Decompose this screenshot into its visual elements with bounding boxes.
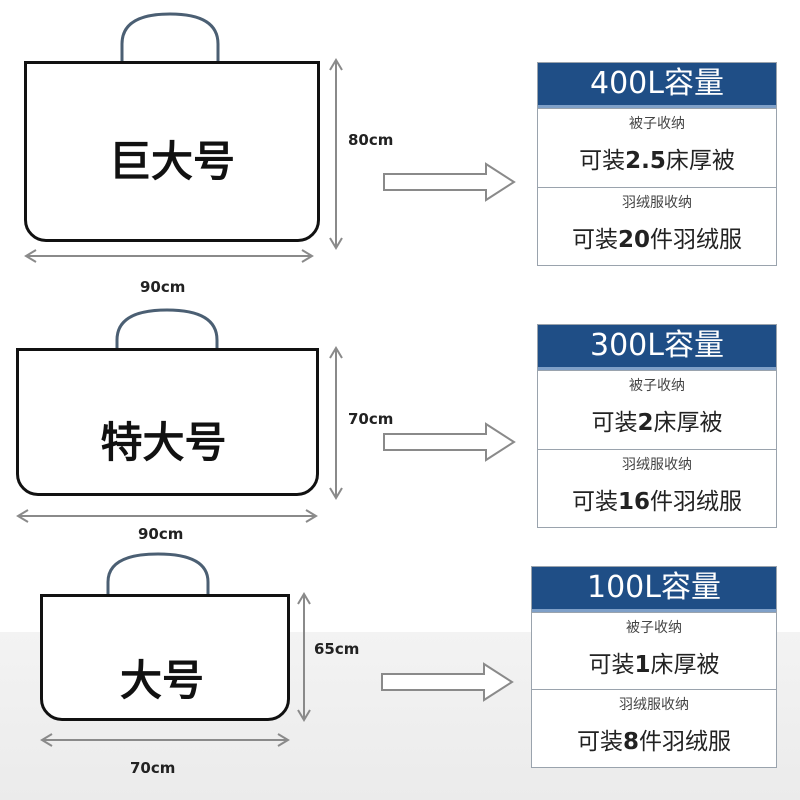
quilt-capacity: 可装2床厚被 <box>591 410 723 436</box>
quilt-caption: 被子收纳 <box>629 378 685 394</box>
height-label: 65cm <box>314 640 360 658</box>
quilt-capacity: 可装2.5床厚被 <box>579 148 735 174</box>
down-caption: 羽绒服收纳 <box>622 195 692 211</box>
down-cell: 羽绒服收纳 可装20件羽绒服 <box>538 187 776 266</box>
capacity-header: 400L容量 <box>538 63 776 108</box>
bag-size-label: 特大号 <box>100 418 227 467</box>
height-dimension-arrow <box>329 346 343 500</box>
pointer-arrow-icon <box>383 422 516 462</box>
width-dimension-arrow <box>40 733 290 747</box>
down-cell: 羽绒服收纳 可装16件羽绒服 <box>538 449 776 528</box>
quilt-cell: 被子收纳 可装2.5床厚被 <box>538 108 776 187</box>
bag-outline: 大号 <box>40 594 290 721</box>
pointer-arrow-icon <box>383 162 516 202</box>
width-label: 70cm <box>130 759 176 777</box>
capacity-header: 300L容量 <box>538 325 776 370</box>
bag-outline: 特大号 <box>16 348 319 496</box>
down-capacity: 可装8件羽绒服 <box>576 729 731 755</box>
bag-outline: 巨大号 <box>24 61 320 242</box>
pointer-arrow-icon <box>381 662 514 702</box>
capacity-card: 400L容量 被子收纳 可装2.5床厚被 羽绒服收纳 可装20件羽绒服 <box>537 62 777 266</box>
down-capacity: 可装16件羽绒服 <box>571 489 742 515</box>
quilt-capacity: 可装1床厚被 <box>588 652 720 678</box>
height-label: 70cm <box>348 410 394 428</box>
quilt-cell: 被子收纳 可装1床厚被 <box>532 612 776 689</box>
down-cell: 羽绒服收纳 可装8件羽绒服 <box>532 689 776 768</box>
quilt-cell: 被子收纳 可装2床厚被 <box>538 370 776 449</box>
width-dimension-arrow <box>24 249 314 263</box>
width-label: 90cm <box>140 278 186 296</box>
quilt-caption: 被子收纳 <box>629 116 685 132</box>
down-capacity: 可装20件羽绒服 <box>571 227 742 253</box>
width-dimension-arrow <box>16 509 318 523</box>
height-dimension-arrow <box>297 592 311 722</box>
capacity-card: 300L容量 被子收纳 可装2床厚被 羽绒服收纳 可装16件羽绒服 <box>537 324 777 528</box>
capacity-header: 100L容量 <box>532 567 776 612</box>
width-label: 90cm <box>138 525 184 543</box>
down-caption: 羽绒服收纳 <box>622 457 692 473</box>
bag-size-label: 巨大号 <box>108 137 235 186</box>
capacity-card: 100L容量 被子收纳 可装1床厚被 羽绒服收纳 可装8件羽绒服 <box>531 566 777 768</box>
height-dimension-arrow <box>329 58 343 250</box>
height-label: 80cm <box>348 131 394 149</box>
quilt-caption: 被子收纳 <box>626 620 682 636</box>
bag-size-label: 大号 <box>119 656 204 705</box>
down-caption: 羽绒服收纳 <box>619 697 689 713</box>
